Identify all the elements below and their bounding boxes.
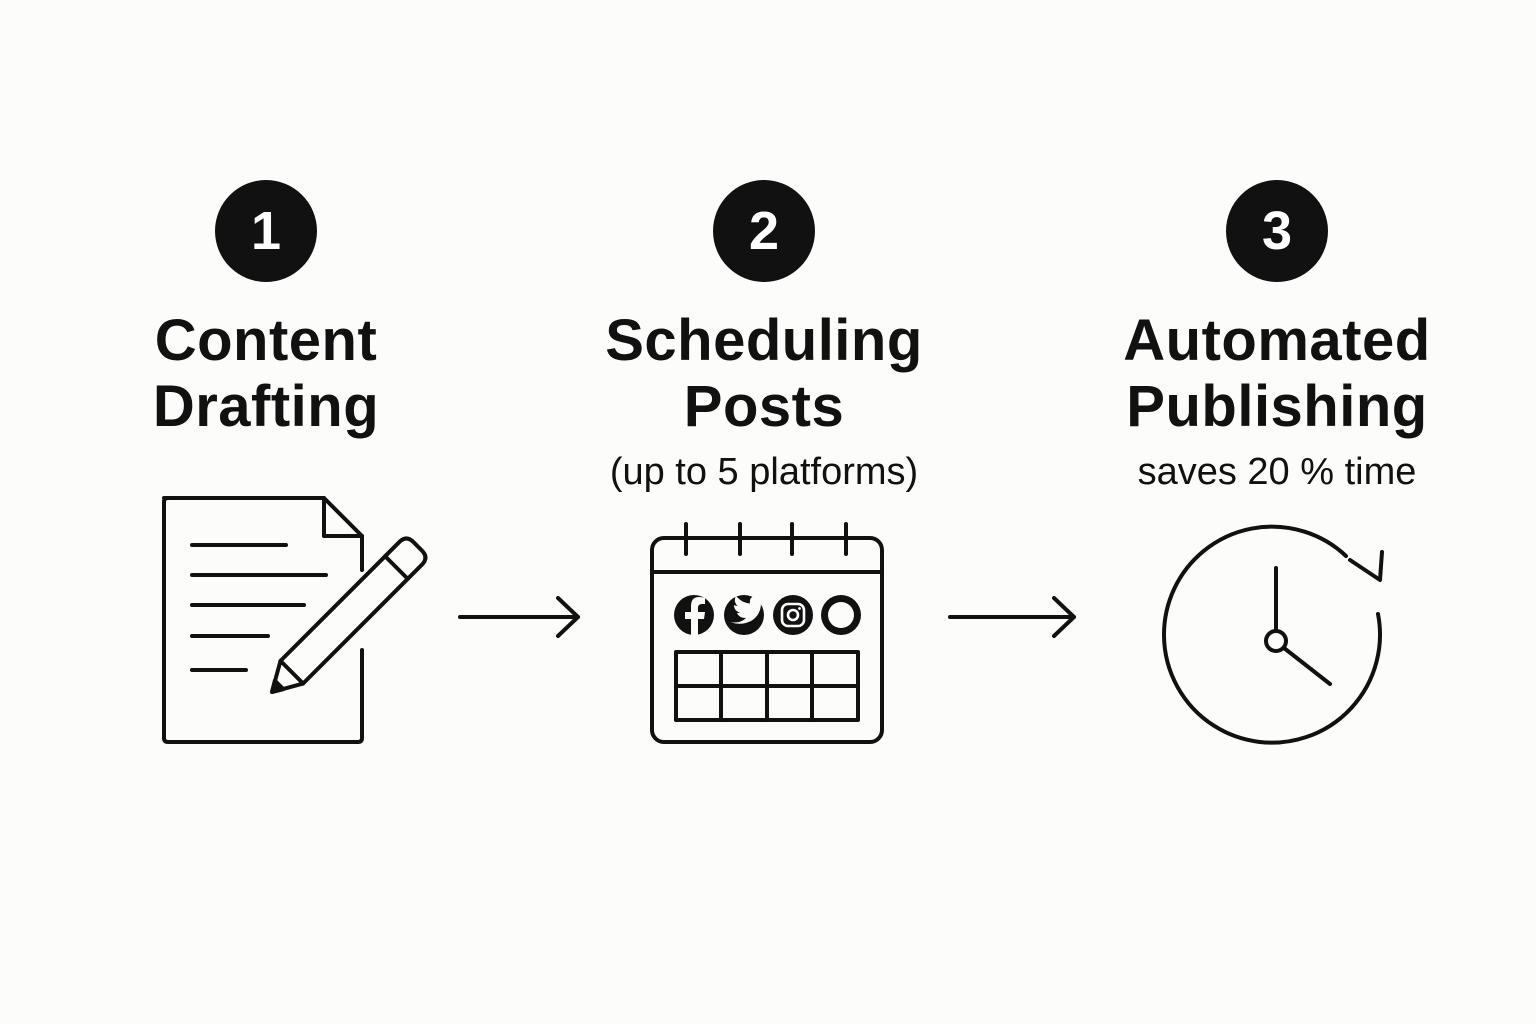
- document-pencil-icon: [162, 496, 428, 744]
- step-title-line: Scheduling: [605, 308, 923, 373]
- step-scheduling-posts: 2 Scheduling Posts (up to 5 platforms): [534, 0, 994, 1024]
- step-automated-publishing: 3 Automated Publishing saves 20 % time: [1047, 0, 1507, 1024]
- twitter-icon: [724, 595, 765, 635]
- step-title-line: Content: [154, 308, 378, 373]
- step-title: Content Drafting: [36, 308, 496, 440]
- step-title-line: Publishing: [1126, 374, 1428, 439]
- arrow-right-icon: [458, 596, 580, 638]
- step-title-line: Automated: [1123, 308, 1431, 373]
- step-content-drafting: 1 Content Drafting: [36, 0, 496, 1024]
- step-subtitle: saves 20 % time: [1137, 451, 1417, 493]
- step-number-badge: 3: [1226, 180, 1328, 282]
- step-title-line: Posts: [683, 374, 845, 439]
- instagram-icon: [773, 595, 813, 635]
- step-subtitle: (up to 5 platforms): [609, 451, 919, 493]
- step-title: Automated Publishing: [1047, 308, 1507, 440]
- step-number-badge: 1: [215, 180, 317, 282]
- circle-icon: [821, 595, 861, 635]
- step-title: Scheduling Posts: [534, 308, 994, 440]
- step-number-badge: 2: [713, 180, 815, 282]
- arrow-right-icon: [948, 596, 1076, 638]
- step-title-line: Drafting: [152, 374, 380, 439]
- clock-refresh-icon: [1162, 524, 1384, 745]
- calendar-social-icon: [650, 522, 884, 744]
- facebook-icon: [674, 595, 714, 635]
